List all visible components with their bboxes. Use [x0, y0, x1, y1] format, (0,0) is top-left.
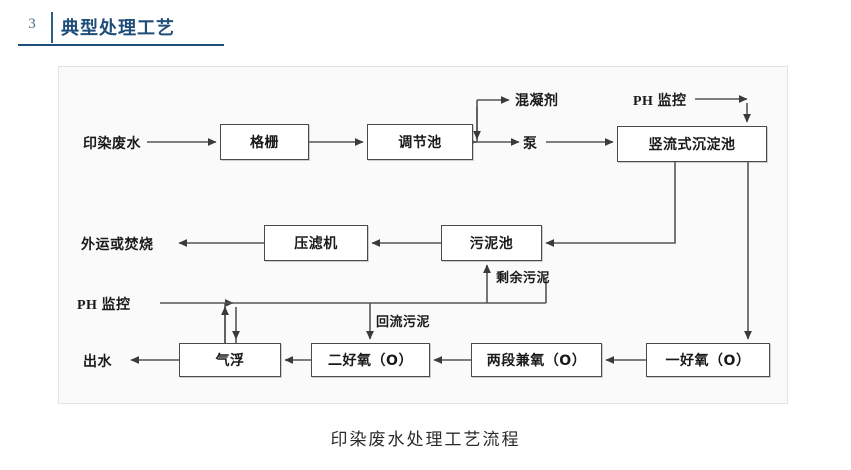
header-divider-horizontal	[18, 44, 224, 46]
label-offsite-disposal: 外运或焚烧	[81, 237, 154, 253]
node-grid[interactable]: 格栅	[220, 124, 309, 160]
node-adjusting-tank[interactable]: 调节池	[367, 124, 473, 160]
node-first-aerobic[interactable]: 一好氧（O）	[646, 343, 770, 377]
label-ph-monitor-bottom: PH 监控	[77, 298, 131, 313]
node-second-aerobic[interactable]: 二好氧（O）	[311, 343, 430, 377]
section-header: 3 典型处理工艺	[18, 12, 224, 46]
section-number: 3	[28, 16, 36, 32]
label-excess-sludge: 剩余污泥	[496, 271, 551, 286]
node-filter-press[interactable]: 压滤机	[264, 225, 368, 261]
label-coagulant: 混凝剂	[515, 93, 559, 109]
flowchart-connectors	[130, 95, 752, 364]
label-pump: 泵	[523, 136, 538, 152]
label-return-sludge: 回流污泥	[376, 315, 431, 330]
node-air-flotation[interactable]: 气浮	[179, 343, 281, 377]
flowchart-panel: 格栅 调节池 竖流式沉淀池 压滤机 污泥池 气浮 二好氧（O） 两段兼氧（O） …	[58, 66, 788, 404]
node-two-stage-anoxic[interactable]: 两段兼氧（O）	[471, 343, 602, 377]
label-ph-monitor-top: PH 监控	[633, 94, 687, 109]
page-title: 典型处理工艺	[61, 18, 175, 39]
node-sludge-pool[interactable]: 污泥池	[441, 225, 542, 261]
header-divider-vertical	[51, 12, 53, 43]
figure-caption: 印染废水处理工艺流程	[330, 430, 521, 450]
label-effluent: 出水	[83, 354, 112, 370]
node-vertical-flow-settler[interactable]: 竖流式沉淀池	[617, 126, 767, 162]
label-influent: 印染废水	[83, 136, 141, 152]
